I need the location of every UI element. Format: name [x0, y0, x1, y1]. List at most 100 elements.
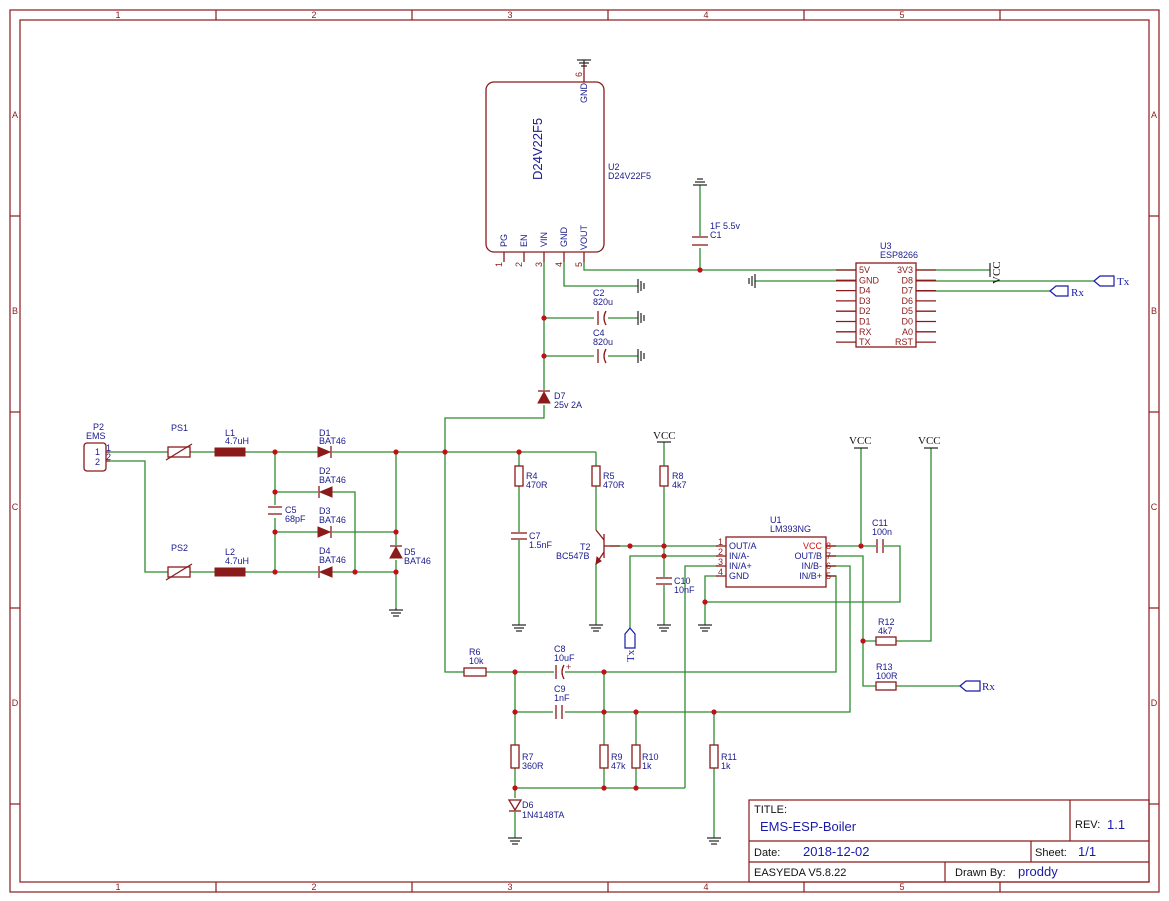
capacitor-c7[interactable]: C7 1.5nF	[511, 531, 553, 550]
transistor-t2[interactable]: T2 BC547B	[556, 529, 620, 565]
ref-label: D3	[319, 506, 331, 516]
ref-label: D6	[522, 800, 534, 810]
row-label: A	[12, 110, 18, 120]
ground-icon	[577, 59, 591, 67]
svg-text:+: +	[566, 662, 571, 672]
date-label: Date:	[754, 847, 780, 859]
resistor-r12[interactable]: R12 4k7	[875, 617, 897, 646]
inductor-l2[interactable]: L2 4.7uH	[214, 547, 249, 577]
capacitor-c8[interactable]: + C8 10uF	[554, 644, 575, 680]
capacitor-c9[interactable]: C9 1nF	[554, 684, 570, 719]
pin-name: IN/B-	[801, 561, 822, 571]
col-label: 5	[899, 10, 904, 20]
ref-label: C2	[593, 288, 605, 298]
pin-name: D2	[859, 306, 871, 316]
pin-number: 6	[826, 561, 831, 571]
net-flag-rx: Rx	[1049, 285, 1084, 299]
ref-label: PS1	[171, 423, 188, 433]
diode-d7[interactable]: D7 25v 2A	[537, 390, 582, 410]
ref-label: C1	[710, 230, 722, 240]
resistor-r6[interactable]: R6 10k	[463, 647, 487, 677]
vcc-port: VCC	[989, 261, 1003, 284]
vcc-port: VCC	[653, 430, 676, 443]
resistor-r7[interactable]: R7 360R	[510, 744, 544, 771]
value-label: 4k7	[672, 480, 687, 490]
wires	[110, 185, 1094, 838]
diode-d6[interactable]: D6 1N4148TA	[507, 799, 564, 820]
ref-label: D5	[404, 547, 416, 557]
capacitor-c4[interactable]: C4 820u	[593, 328, 613, 364]
tool-version: EASYEDA V5.8.22	[754, 867, 846, 879]
value-label: 25v 2A	[554, 400, 582, 410]
diode-d2[interactable]: D2 BAT46	[318, 466, 346, 498]
value-label: 1k	[642, 761, 652, 771]
col-label: 2	[311, 882, 316, 892]
value-label: 10uF	[554, 653, 575, 663]
col-label: 5	[899, 882, 904, 892]
diode-d3[interactable]: D3 BAT46	[317, 506, 346, 538]
regulator-u2[interactable]: D24V22F5 U2 D24V22F5 PG EN VIN GND VOUT …	[485, 62, 651, 267]
ref-label: C5	[285, 505, 297, 515]
ref-label: R5	[603, 471, 615, 481]
resistor-r8[interactable]: R8 4k7	[659, 465, 687, 490]
value-label: 1k	[721, 761, 731, 771]
ref-label: R7	[522, 752, 534, 762]
value-label: 10k	[469, 656, 484, 666]
title-label: TITLE:	[754, 804, 787, 816]
capacitor-c5[interactable]: C5 68pF	[268, 505, 306, 524]
pin-name: 3V3	[897, 265, 913, 275]
diode-d4[interactable]: D4 BAT46	[318, 546, 346, 578]
pin-name: D7	[901, 286, 913, 296]
resistor-r10[interactable]: R10 1k	[631, 744, 659, 771]
net-flag-tx: Tx	[1093, 275, 1130, 288]
pin-number: 2	[514, 262, 524, 267]
pin-number: 2	[106, 452, 111, 462]
resistor-r5[interactable]: R5 470R	[591, 465, 625, 490]
ref-label: U3	[880, 241, 892, 251]
value-label: 4k7	[878, 626, 893, 636]
date-value: 2018-12-02	[803, 844, 870, 859]
pin-number: 1	[95, 447, 100, 457]
value-label: 4.7uH	[225, 556, 249, 566]
net-flag-rx-r13: Rx	[959, 680, 995, 693]
pin-name: RX	[859, 327, 872, 337]
value-label: ESP8266	[880, 250, 918, 260]
capacitor-c2[interactable]: C2 820u	[593, 288, 613, 326]
pin-name: IN/B+	[799, 571, 822, 581]
capacitor-c1[interactable]: 1F 5.5v C1	[692, 221, 741, 246]
ref-label: C9	[554, 684, 566, 694]
diode-d1[interactable]: D1 BAT46	[317, 428, 346, 458]
ptc-ps2[interactable]: PS2	[165, 543, 193, 581]
resistor-r4[interactable]: R4 470R	[514, 465, 548, 490]
ptc-ps1[interactable]: PS1	[165, 423, 193, 461]
connector-p2[interactable]: P2 EMS 1 2 1 2	[83, 422, 111, 472]
col-label: 1	[115, 10, 120, 20]
diode-d5[interactable]: D5 BAT46	[389, 545, 431, 566]
ground-icon	[657, 624, 671, 632]
pin-name: A0	[902, 327, 913, 337]
sheet-title: EMS-ESP-Boiler	[760, 819, 857, 834]
resistor-r11[interactable]: R11 1k	[709, 744, 737, 771]
value-label: 1N4148TA	[522, 810, 564, 820]
net-label: Rx	[1071, 287, 1084, 299]
sheet-label: Sheet:	[1035, 847, 1067, 859]
capacitor-c11[interactable]: C11 100n	[872, 518, 892, 553]
capacitor-c10[interactable]: C10 10nF	[656, 576, 695, 595]
value-label: BAT46	[319, 555, 346, 565]
ref-label: C8	[554, 644, 566, 654]
pin-name: GND	[859, 275, 880, 285]
pin-name: IN/A+	[729, 561, 752, 571]
ref-label: L2	[225, 547, 235, 557]
value-label: 10nF	[674, 585, 695, 595]
ref-label: D4	[319, 546, 331, 556]
resistor-r13[interactable]: R13 100R	[875, 662, 898, 691]
pin-number: 5	[574, 262, 584, 267]
rev-value: 1.1	[1107, 817, 1125, 832]
ref-label: T2	[580, 542, 591, 552]
row-label: D	[1151, 698, 1158, 708]
resistor-r9[interactable]: R9 47k	[599, 744, 626, 771]
inductor-l1[interactable]: L1 4.7uH	[214, 428, 249, 457]
vcc-label: VCC	[849, 435, 872, 447]
